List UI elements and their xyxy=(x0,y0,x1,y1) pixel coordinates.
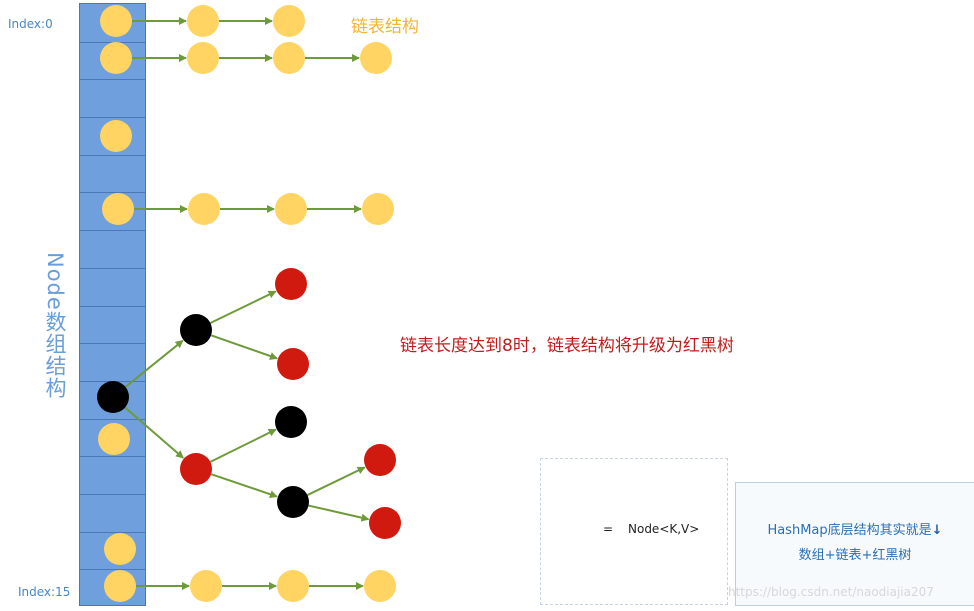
array-slot-divider xyxy=(80,418,145,420)
list-node xyxy=(187,42,219,74)
legend-box xyxy=(540,458,728,605)
list-node xyxy=(100,5,132,37)
array-label: Node数组结构 xyxy=(43,252,67,399)
legend-equals: = xyxy=(603,522,614,536)
array-slot-divider xyxy=(80,267,145,269)
black-tree-node xyxy=(275,406,307,438)
list-node xyxy=(100,42,132,74)
watermark: https://blog.csdn.net/naodiajia207 xyxy=(728,585,934,599)
red-tree-node xyxy=(275,268,307,300)
edge-arrow xyxy=(308,504,370,522)
summary-line-2: 数组+链表+红黑树 xyxy=(798,548,912,563)
edge-arrow xyxy=(124,406,184,459)
list-node xyxy=(277,570,309,602)
list-node xyxy=(187,5,219,37)
red-tree-node xyxy=(277,348,309,380)
array-slot-divider xyxy=(80,343,145,345)
list-node xyxy=(273,5,305,37)
black-tree-node xyxy=(97,381,129,413)
list-node xyxy=(188,193,220,225)
treeify-note: 链表长度达到8时，链表结构将升级为红黑树 xyxy=(400,336,734,356)
list-node xyxy=(360,42,392,74)
edge-arrow xyxy=(209,290,277,324)
array-slot-divider xyxy=(80,230,145,232)
edge-arrow xyxy=(209,428,277,463)
legend-node-label: Node<K,V> xyxy=(628,522,700,536)
array-slot-divider xyxy=(80,192,145,194)
red-tree-node xyxy=(180,453,212,485)
red-tree-node xyxy=(369,507,401,539)
list-node xyxy=(273,42,305,74)
array-slot-divider xyxy=(80,117,145,119)
array-slot-divider xyxy=(80,531,145,533)
linked-list-title: 链表结构 xyxy=(351,17,419,37)
edge-arrow xyxy=(210,334,278,360)
list-node xyxy=(98,423,130,455)
array-slot-divider xyxy=(80,41,145,43)
edge-arrow xyxy=(210,473,278,499)
array-slot-divider xyxy=(80,493,145,495)
index-0-label: Index:0 xyxy=(8,17,53,31)
arrow-down-icon: ↓ xyxy=(931,523,943,538)
list-node xyxy=(364,570,396,602)
summary-text-1: HashMap底层结构其实就是 xyxy=(767,523,932,538)
node-array xyxy=(79,3,146,606)
black-tree-node xyxy=(180,314,212,346)
list-node xyxy=(275,193,307,225)
index-15-label: Index:15 xyxy=(18,585,71,599)
summary-line-1: HashMap底层结构其实就是↓ xyxy=(736,519,974,538)
edge-arrow xyxy=(306,466,366,496)
list-node xyxy=(102,193,134,225)
black-tree-node xyxy=(277,486,309,518)
red-tree-node xyxy=(364,444,396,476)
array-slot-divider xyxy=(80,305,145,307)
list-node xyxy=(190,570,222,602)
summary-box: HashMap底层结构其实就是↓ 数组+链表+红黑树 xyxy=(735,482,974,606)
list-node xyxy=(362,193,394,225)
list-node xyxy=(104,533,136,565)
array-slot-divider xyxy=(80,569,145,571)
array-slot-divider xyxy=(80,79,145,81)
list-node xyxy=(100,120,132,152)
edge-arrow xyxy=(124,339,184,388)
list-node xyxy=(104,570,136,602)
array-slot-divider xyxy=(80,154,145,156)
array-slot-divider xyxy=(80,456,145,458)
